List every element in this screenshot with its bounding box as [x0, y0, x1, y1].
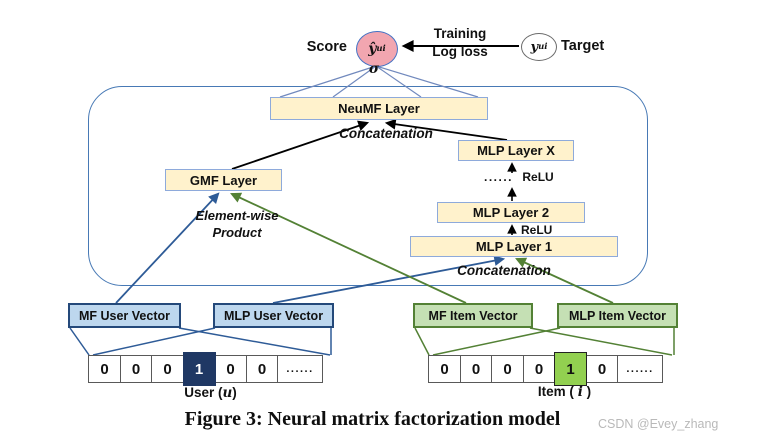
concatenation-top-label: Concatenation [339, 126, 433, 141]
onehot-cell: 0 [585, 355, 619, 383]
relu-2-label: ReLU [521, 223, 553, 237]
onehot-cell: 0 [88, 355, 121, 383]
neumf-to-score-fan [279, 65, 479, 98]
concatenation-bottom-label: Concatenation [457, 263, 551, 278]
onehot-cell: 0 [491, 355, 524, 383]
yhat-subscript: ui [376, 44, 386, 54]
target-label: Target [561, 38, 605, 54]
user-label-prefix: User ( [184, 385, 223, 400]
onehot-cell: ...... [617, 355, 663, 383]
onehot-cell: 0 [214, 355, 247, 383]
gmf-to-neumf-arrow [231, 120, 370, 170]
mlp-user-vector-box: MLP User Vector [213, 303, 334, 328]
mf-user-vector-box: MF User Vector [68, 303, 181, 328]
mf-user-to-gmf-arrow [115, 192, 220, 304]
user-input-label: User (u) [158, 385, 263, 401]
mlp-item-vector-box: MLP Item Vector [557, 303, 678, 328]
item-label-prefix: Item ( [537, 384, 578, 399]
figure-caption: Figure 3: Neural matrix factorization mo… [184, 408, 561, 430]
relu-x-label: ...... ReLU [484, 170, 576, 184]
onehot-cell-hot: 1 [554, 352, 587, 386]
elementwise-line2: Product [212, 225, 262, 240]
logloss-label: Log loss [432, 44, 488, 59]
user-variable: u [222, 385, 233, 401]
onehot-cell: 0 [151, 355, 184, 383]
user-lookup-lines [69, 327, 332, 356]
target-subscript: ui [538, 42, 548, 52]
score-label: Score [306, 39, 347, 55]
mf-item-to-gmf-arrow [230, 192, 467, 304]
watermark: CSDN @Evey_zhang [598, 417, 719, 431]
mlpx-to-neumf-arrow [384, 118, 508, 141]
user-label-suffix: ) [232, 385, 237, 400]
mf-item-vector-box: MF Item Vector [413, 303, 533, 328]
mlp-item-to-mlp1-arrow [515, 257, 614, 304]
neumf-layer-box: NeuMF Layer [270, 97, 488, 120]
onehot-cell: ...... [277, 355, 323, 383]
target-symbol: y [530, 39, 539, 55]
yhat-symbol: ŷ [368, 41, 377, 57]
item-label-suffix: ) [582, 384, 592, 399]
onehot-cell: 0 [459, 355, 493, 383]
item-variable: i [577, 384, 583, 400]
elementwise-line1: Element-wise [195, 208, 279, 223]
item-lookup-lines [414, 327, 675, 356]
mlp-layer-2-box: MLP Layer 2 [437, 202, 585, 223]
mlp-layer-x-box: MLP Layer X [458, 140, 574, 161]
gmf-layer-box: GMF Layer [165, 169, 282, 191]
sigma-label: σ [368, 61, 380, 77]
elementwise-product-label: Element-wise Product [182, 207, 292, 241]
relu-x-text: ReLU [522, 170, 554, 184]
onehot-cell: 0 [522, 355, 556, 383]
mlp-layer-1-box: MLP Layer 1 [410, 236, 618, 257]
onehot-cell-hot: 1 [182, 352, 216, 386]
mlp-user-to-mlp1-arrow [272, 255, 506, 304]
hidden-layers-dots: ...... [484, 170, 514, 184]
onehot-cell: 0 [245, 355, 279, 383]
onehot-cell: 0 [119, 355, 153, 383]
item-input-label: Item ( i ) [512, 384, 617, 400]
onehot-cell: 0 [428, 355, 461, 383]
training-label: Training [433, 26, 487, 41]
